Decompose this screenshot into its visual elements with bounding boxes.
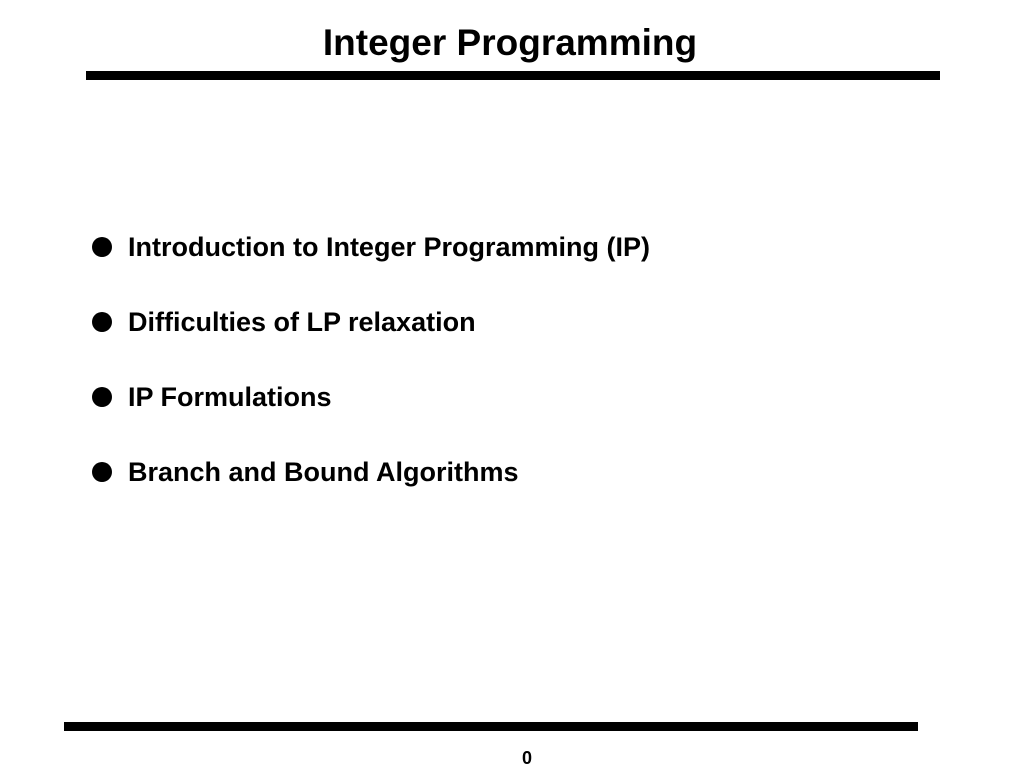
bullet-item: Difficulties of LP relaxation <box>92 303 650 341</box>
bullet-list: Introduction to Integer Programming (IP)… <box>92 228 650 528</box>
bullet-text: Branch and Bound Algorithms <box>128 457 519 487</box>
slide-title: Integer Programming <box>322 22 698 63</box>
footer-divider <box>64 722 918 731</box>
bullet-text: Difficulties of LP relaxation <box>128 307 476 337</box>
bullet-dot-icon <box>92 237 112 257</box>
bullet-dot-icon <box>92 387 112 407</box>
bullet-dot-icon <box>92 312 112 332</box>
bullet-text: IP Formulations <box>128 382 332 412</box>
bullet-item: IP Formulations <box>92 378 650 416</box>
bullet-dot-icon <box>92 462 112 482</box>
bullet-item: Branch and Bound Algorithms <box>92 453 650 491</box>
page-number: 0 <box>521 748 532 768</box>
bullet-item: Introduction to Integer Programming (IP) <box>92 228 650 266</box>
bullet-text: Introduction to Integer Programming (IP) <box>128 232 650 262</box>
title-divider <box>86 71 940 80</box>
